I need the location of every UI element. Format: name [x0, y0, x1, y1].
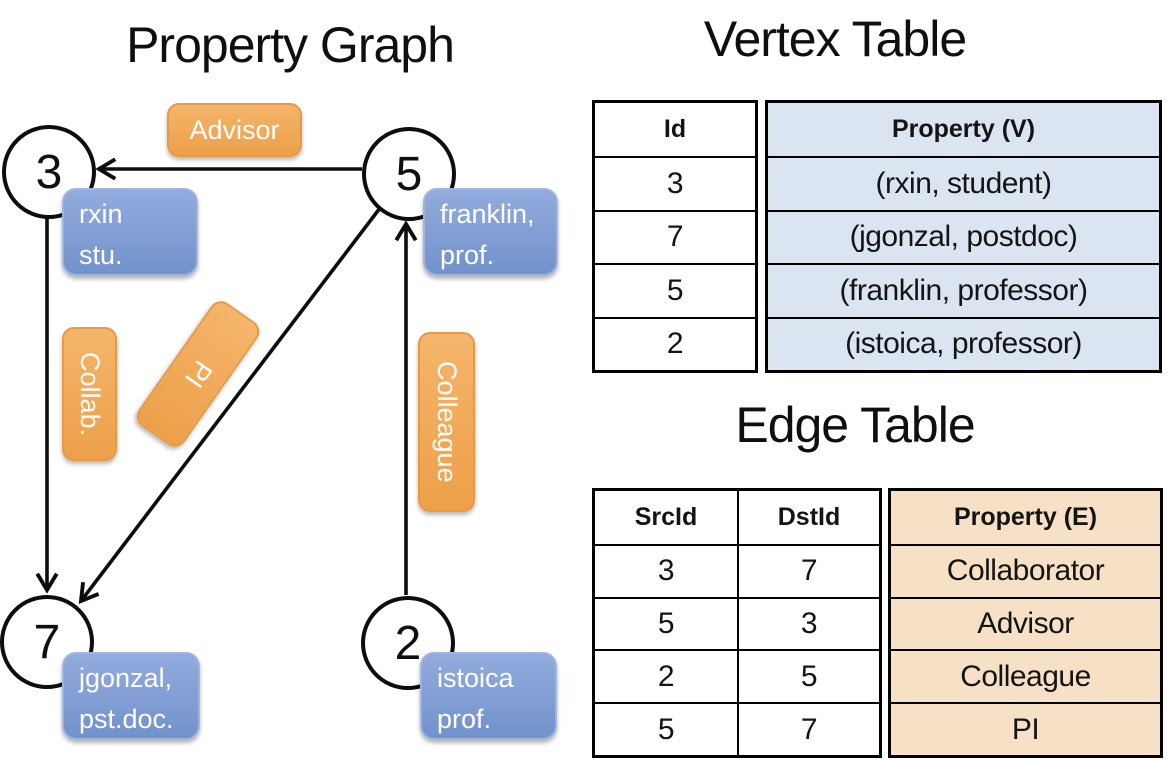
- vertex-table-id-header: Id: [663, 115, 687, 144]
- edge-table-dstid-header: DstId: [737, 491, 879, 544]
- vertex-property-box-franklin: franklin, prof.: [423, 188, 558, 276]
- vertex-id-label: 7: [33, 615, 61, 669]
- edge-label-advisor: Advisor: [167, 103, 302, 157]
- vertex-table-id-cell: 3: [595, 156, 755, 209]
- edge-table-property-header: Property (E): [891, 491, 1160, 544]
- vertex-property-line2: pst.doc.: [79, 704, 174, 734]
- vertex-property-line1: jgonzal,: [79, 663, 173, 693]
- edge-table-srcid-cell: 2: [595, 649, 737, 702]
- vertex-table-id-cell: 2: [595, 316, 755, 370]
- vertex-id-label: 3: [35, 145, 63, 199]
- edge-table-property-cell: Collaborator: [891, 543, 1160, 597]
- vertex-table-property-cell: (jgonzal, postdoc): [768, 209, 1159, 264]
- vertex-property-line1: istoica: [437, 663, 514, 693]
- edge-label-colleague: Colleague: [418, 332, 475, 512]
- vertex-table-property-column: Property (V) (rxin, student) (jgonzal, p…: [765, 100, 1162, 373]
- graph-edges-canvas: [35, 157, 418, 605]
- edge-table-srcid-header: SrcId: [634, 502, 698, 531]
- edge-table-property-cell: Advisor: [891, 596, 1160, 650]
- vertex-table-property-cell: (rxin, student): [768, 156, 1159, 210]
- vertex-property-line1: rxin: [79, 199, 123, 229]
- vertex-property-box-rxin: rxin stu.: [62, 188, 198, 276]
- vertex-property-line2: stu.: [79, 240, 123, 270]
- vertex-table-property-header: Property (V): [768, 103, 1159, 157]
- edge-table-title: Edge Table: [735, 397, 975, 453]
- vertex-circle-5: 5: [362, 127, 456, 221]
- edge-table-property-column: Property (E) Collaborator Advisor Collea…: [888, 488, 1163, 758]
- vertex-property-box-istoica: istoica prof.: [420, 652, 557, 740]
- edge-table-property-cell: PI: [891, 702, 1160, 755]
- edge-table-srcid-cell: 5: [595, 596, 737, 650]
- edge-5-to-7-arrow: [78, 206, 382, 605]
- vertex-table-id-cell: 5: [595, 263, 755, 316]
- vertex-table-id-column: Id 3 7 5 2: [592, 100, 758, 373]
- edge-table-srcid-cell: 3: [595, 543, 737, 597]
- vertex-property-box-jgonzal: jgonzal, pst.doc.: [62, 652, 200, 740]
- vertex-id-label: 5: [395, 147, 423, 201]
- edge-table-dstid-cell: 7: [737, 543, 879, 597]
- edge-table-id-columns: SrcId DstId 3 7 5 3 2 5 5 7: [592, 488, 882, 758]
- edge-table-srcid-cell: 5: [595, 702, 737, 755]
- vertex-table-property-cell: (franklin, professor): [768, 263, 1159, 317]
- vertex-property-line1: franklin,: [440, 199, 535, 229]
- edge-table-dstid-cell: 5: [737, 649, 879, 703]
- edge-table-dstid-cell: 3: [737, 596, 879, 650]
- vertex-table-id-cell: 7: [595, 209, 755, 263]
- edge-label-collab: Collab.: [62, 327, 117, 461]
- edge-table-property-cell: Colleague: [891, 649, 1160, 703]
- edge-table-dstid-cell: 7: [737, 702, 879, 755]
- vertex-table-property-cell: (istoica, professor): [768, 316, 1159, 370]
- vertex-table-title: Vertex Table: [703, 11, 967, 67]
- property-graph-title: Property Graph: [126, 17, 455, 73]
- vertex-property-line2: prof.: [440, 240, 495, 270]
- vertex-circle-2: 2: [361, 596, 455, 690]
- vertex-property-line2: prof.: [437, 704, 492, 734]
- vertex-id-label: 2: [394, 616, 422, 670]
